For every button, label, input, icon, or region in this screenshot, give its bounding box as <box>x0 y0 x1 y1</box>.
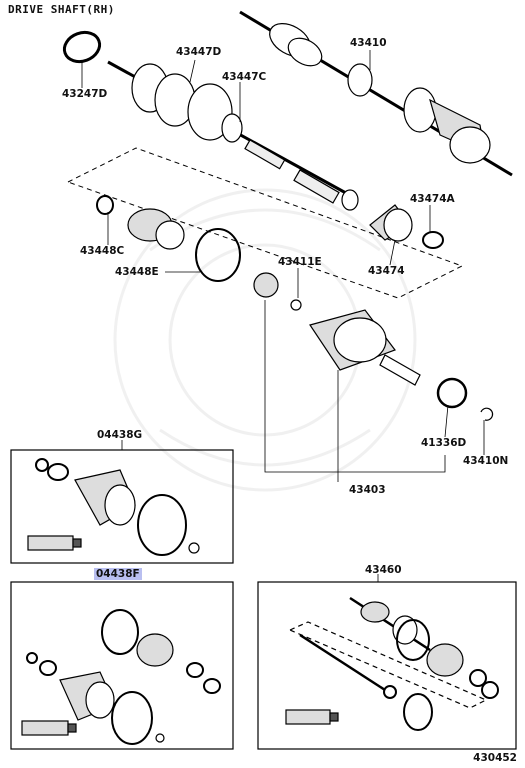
label-43474: 43474 <box>368 265 405 277</box>
kit-43460-parts <box>285 596 499 731</box>
diagram-title: DRIVE SHAFT(RH) <box>8 3 115 16</box>
label-43448C: 43448C <box>80 245 125 257</box>
label-43448E: 43448E <box>115 266 159 278</box>
inner-joint-parts <box>96 195 444 311</box>
label-04438G: 04438G <box>97 429 143 441</box>
kit-box-04438F <box>10 581 234 750</box>
label-43410N: 43410N <box>463 455 509 467</box>
kit-04438F-parts <box>21 609 221 745</box>
kit-box-04438G <box>10 449 234 564</box>
outer-joint-43403 <box>309 309 494 421</box>
label-43474A: 43474A <box>410 193 455 205</box>
label-43447C: 43447C <box>222 71 267 83</box>
leader-lines <box>81 50 485 582</box>
label-41336D: 41336D <box>421 437 467 449</box>
label-43411E: 43411E <box>278 256 322 268</box>
diagram-reference-number: 430452 <box>473 752 517 764</box>
label-43447D: 43447D <box>176 46 222 58</box>
label-43403: 43403 <box>349 484 386 496</box>
label-04438F[interactable]: 04438F <box>94 568 142 580</box>
drive-shaft-top <box>62 10 513 211</box>
kit-04438G-parts <box>27 458 200 556</box>
label-43410: 43410 <box>350 37 387 49</box>
label-43460: 43460 <box>365 564 402 576</box>
label-43247D: 43247D <box>62 88 108 100</box>
kit-box-43460 <box>257 581 517 750</box>
